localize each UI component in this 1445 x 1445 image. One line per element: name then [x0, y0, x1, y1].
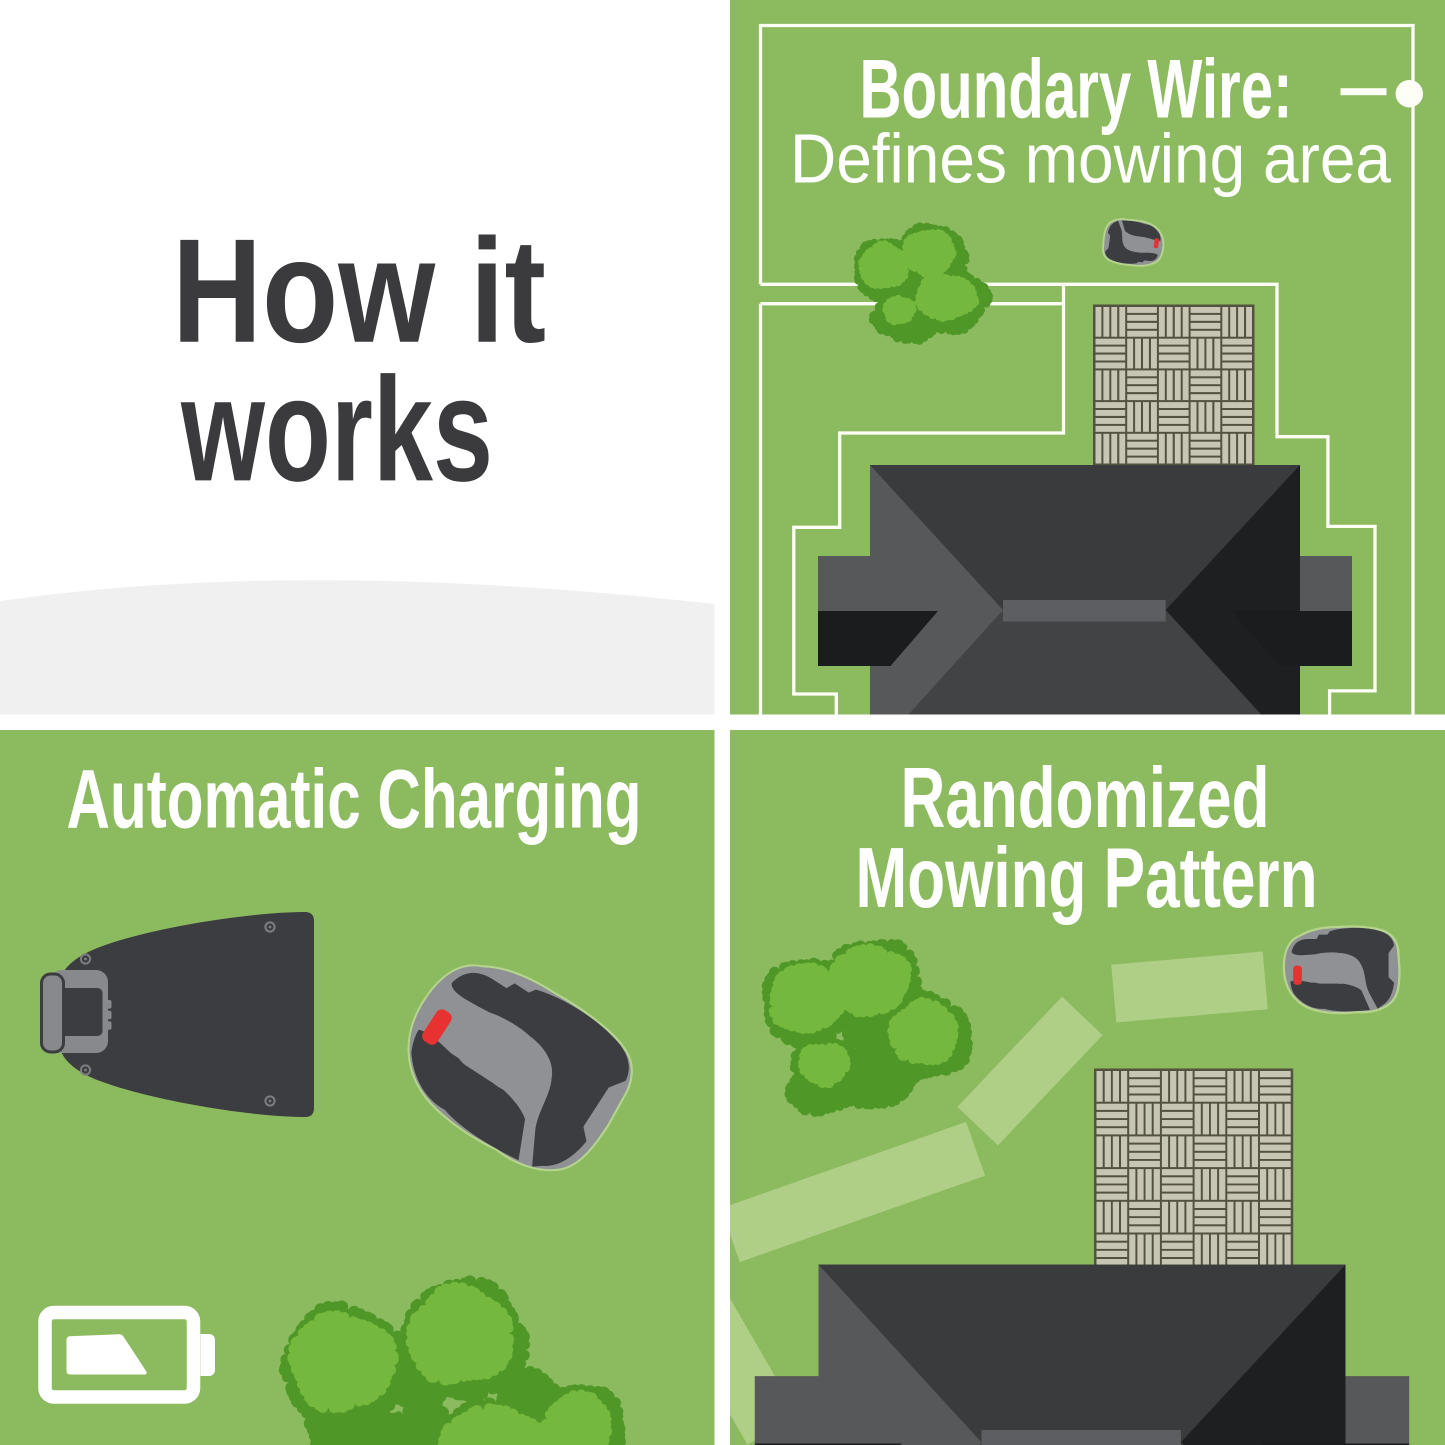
svg-text:Automatic Charging: Automatic Charging	[67, 753, 642, 846]
svg-text:works: works	[180, 347, 493, 512]
svg-text:Mowing Pattern: Mowing Pattern	[856, 831, 1318, 926]
svg-text:Boundary Wire:: Boundary Wire:	[860, 42, 1293, 136]
svg-text:Defines mowing area: Defines mowing area	[790, 120, 1391, 198]
svg-text:Randomized: Randomized	[901, 751, 1270, 846]
svg-text:How it: How it	[172, 209, 546, 374]
